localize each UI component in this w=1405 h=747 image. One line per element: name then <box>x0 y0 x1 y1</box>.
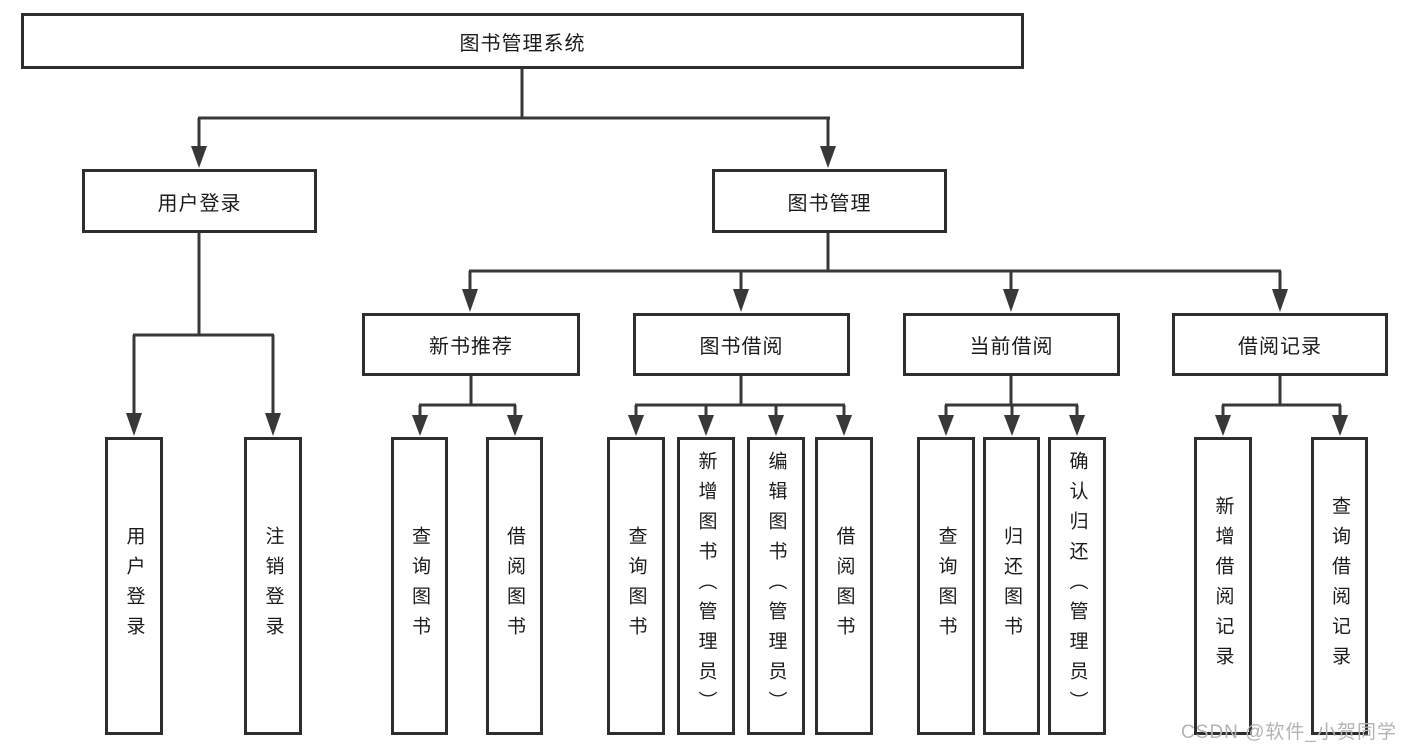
connector-new-book-children <box>412 376 523 436</box>
node-label: 新书推荐 <box>429 336 513 358</box>
node-label: 图书管理 <box>787 192 872 215</box>
leaf-records-query-record: 查询借阅记录 <box>1311 437 1368 735</box>
leaf-label: 用户登录 <box>123 526 145 646</box>
leaf-logout: 注销登录 <box>244 437 302 735</box>
leaf-label: 归还图书 <box>1001 526 1022 646</box>
node-root-label: 图书管理系统 <box>459 32 586 55</box>
leaf-borrow-borrow-books: 借阅图书 <box>815 437 873 735</box>
node-book-borrow: 图书借阅 <box>633 313 850 376</box>
leaf-label: 查询图书 <box>409 526 430 646</box>
leaf-borrow-query-books: 查询图书 <box>607 437 665 735</box>
connector-borrow-records-children <box>1215 376 1348 436</box>
connector-user-login-children <box>126 233 281 436</box>
node-user-login: 用户登录 <box>82 169 317 233</box>
leaf-label: 确认归还（管理员） <box>1066 451 1088 721</box>
leaf-label: 新增图书（管理员） <box>695 451 717 721</box>
leaf-label: 查询图书 <box>625 526 647 646</box>
node-borrow-records: 借阅记录 <box>1172 313 1388 376</box>
csdn-watermark: CSDN @软件_小贺同学 <box>1181 722 1397 743</box>
leaf-label: 借阅图书 <box>504 526 525 646</box>
connector-book-borrow-children <box>628 376 852 436</box>
leaf-label: 借阅图书 <box>833 526 855 646</box>
leaf-current-confirm-return-admin: 确认归还（管理员） <box>1048 437 1106 735</box>
node-root-library-system: 图书管理系统 <box>21 13 1024 69</box>
node-label: 图书借阅 <box>699 336 784 358</box>
node-book-management: 图书管理 <box>712 169 947 233</box>
node-label: 用户登录 <box>157 192 242 215</box>
node-current-borrow: 当前借阅 <box>903 313 1120 376</box>
leaf-newbook-borrow-books: 借阅图书 <box>486 437 543 735</box>
leaf-newbook-query-books: 查询图书 <box>391 437 448 735</box>
leaf-current-return-books: 归还图书 <box>983 437 1040 735</box>
connector-book-management-children <box>462 233 1288 312</box>
connector-root-to-level2 <box>191 69 836 168</box>
leaf-label: 编辑图书（管理员） <box>765 451 787 721</box>
leaf-current-query-books: 查询图书 <box>917 437 975 735</box>
leaf-borrow-add-books-admin: 新增图书（管理员） <box>677 437 735 735</box>
connector-current-borrow-children <box>938 376 1085 436</box>
node-label: 当前借阅 <box>969 336 1054 358</box>
node-label: 借阅记录 <box>1238 336 1322 358</box>
leaf-user-login: 用户登录 <box>105 437 163 735</box>
leaf-label: 注销登录 <box>262 526 284 646</box>
node-new-book-recommend: 新书推荐 <box>362 313 580 376</box>
leaf-borrow-edit-books-admin: 编辑图书（管理员） <box>747 437 805 735</box>
leaf-label: 查询图书 <box>935 526 957 646</box>
leaf-records-add-record: 新增借阅记录 <box>1194 437 1252 735</box>
leaf-label: 新增借阅记录 <box>1212 496 1234 676</box>
leaf-label: 查询借阅记录 <box>1329 496 1350 676</box>
